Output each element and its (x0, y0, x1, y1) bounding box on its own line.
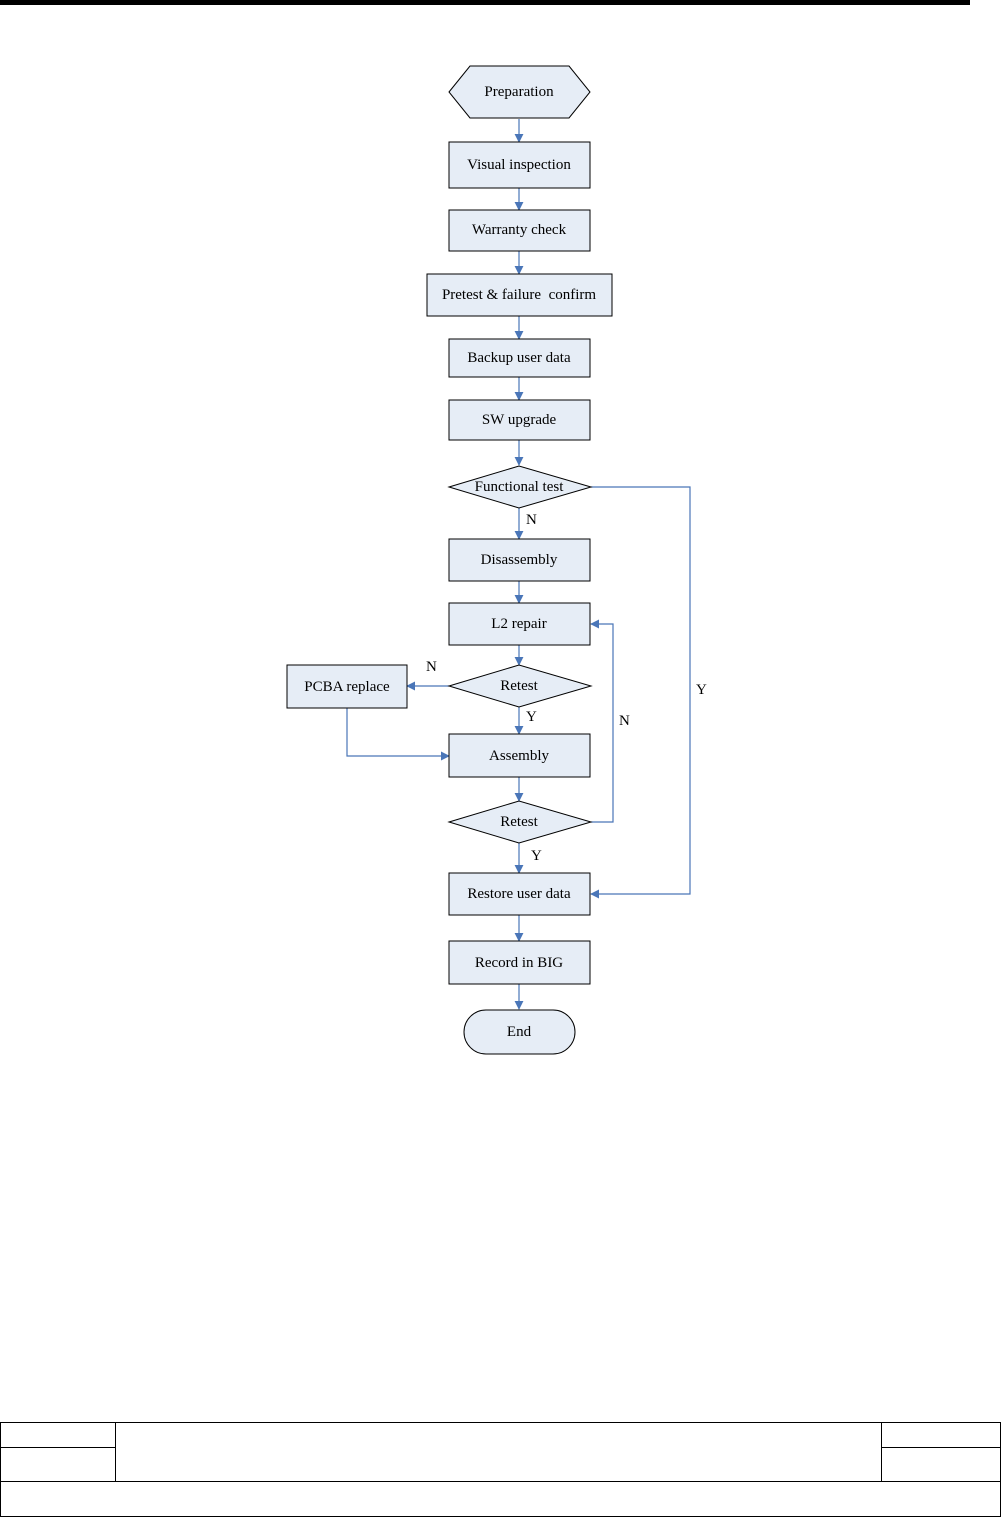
nodes (286, 65, 613, 1055)
l2-repair-label: L2 repair (491, 616, 546, 632)
backup-node (448, 338, 591, 378)
visual-inspection-label: Visual inspection (467, 157, 571, 173)
connectors (346, 119, 691, 1010)
retest2-yes-label: Y (531, 848, 542, 864)
sw-upgrade-label: SW upgrade (482, 412, 557, 428)
functional-no-label: N (526, 512, 537, 528)
footer-cell-top-left (1, 1423, 116, 1448)
functional-test-label: Functional test (475, 479, 565, 495)
retest1-no-label: N (426, 659, 437, 675)
retest-2-node (447, 800, 593, 844)
repair-flowchart: Preparation Visual inspection Warranty c… (286, 65, 707, 1055)
sw-upgrade-node (448, 399, 591, 441)
retest1-yes-label: Y (526, 709, 537, 725)
header-rule (0, 0, 970, 5)
edge-functional-restore (590, 486, 691, 899)
record-node (448, 940, 591, 985)
footer-cell-top-right (881, 1423, 1000, 1448)
retest-1-label: Retest (500, 678, 538, 694)
footer-divider (1, 1481, 1000, 1482)
backup-label: Backup user data (467, 350, 571, 366)
assembly-label: Assembly (489, 748, 550, 764)
l2-repair-node (448, 602, 591, 646)
retest2-no-label: N (619, 713, 630, 729)
pretest-label: Pretest & failure confirm (442, 287, 596, 303)
restore-label: Restore user data (467, 886, 571, 902)
functional-test-node (447, 465, 593, 509)
preparation-node (448, 65, 591, 119)
footer-cell-bottom-left (1, 1448, 116, 1481)
retest-2-label: Retest (500, 814, 538, 830)
footer-table (0, 1422, 1001, 1517)
footer-cell-bottom-right (881, 1448, 1000, 1481)
record-label: Record in BIG (475, 955, 563, 971)
end-label: End (507, 1024, 532, 1040)
pcba-replace-node (286, 664, 408, 709)
end-node (463, 1009, 576, 1055)
disassembly-node (448, 538, 591, 582)
retest-1-node (447, 664, 593, 708)
pcba-replace-label: PCBA replace (304, 679, 390, 695)
warranty-check-label: Warranty check (472, 222, 567, 238)
preparation-label: Preparation (484, 84, 554, 100)
pretest-node (426, 273, 613, 317)
restore-node (448, 872, 591, 916)
edge-retest2-l2 (590, 619, 614, 823)
disassembly-label: Disassembly (481, 552, 558, 568)
edge-pcba-assembly (346, 708, 450, 761)
assembly-node (448, 733, 591, 778)
warranty-check-node (448, 209, 591, 252)
visual-inspection-node (448, 141, 591, 189)
functional-yes-label: Y (696, 682, 707, 698)
